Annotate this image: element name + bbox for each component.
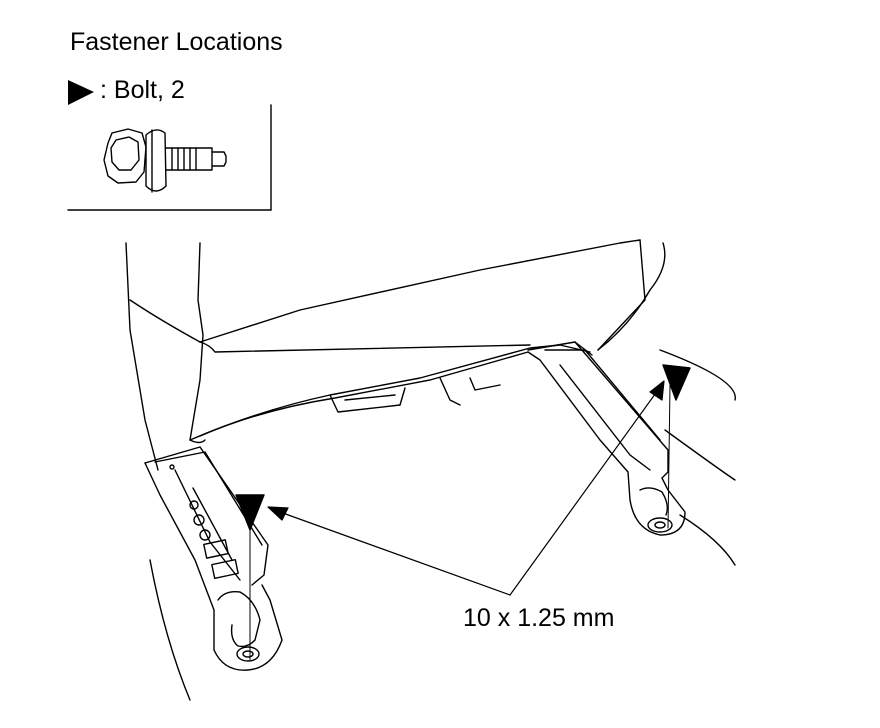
callout-leader-lines [267, 380, 665, 596]
bolt-icon [103, 128, 227, 193]
bolt-marker-icon [68, 80, 94, 105]
right-bolt-marker [662, 364, 691, 401]
seat-frame [125, 239, 736, 701]
right-bolt-axis-line [667, 384, 671, 529]
left-bolt-marker [235, 494, 265, 531]
bolt-detail-box [67, 104, 272, 211]
left-seat-rail [144, 446, 283, 671]
right-seat-rail [527, 341, 686, 536]
diagram-title: Fastener Locations [70, 28, 283, 56]
thread-size-callout: 10 x 1.25 mm [463, 604, 615, 632]
legend-text: : Bolt, 2 [100, 76, 185, 104]
